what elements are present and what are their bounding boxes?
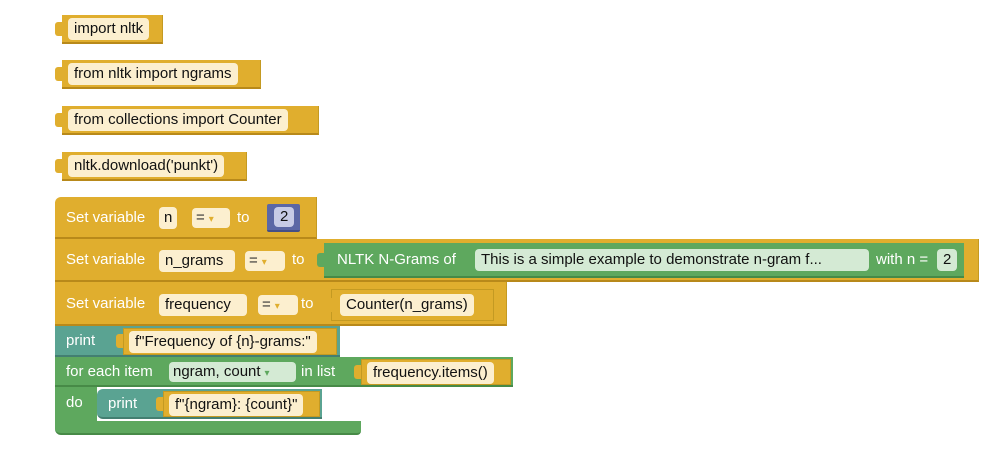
import-nltk-text[interactable]: import nltk (68, 18, 150, 40)
block-connector-icon (55, 67, 62, 81)
do-label: do (66, 394, 83, 411)
set-variable-label: Set variable (66, 209, 146, 226)
from-nltk-import-ngrams-text[interactable]: from nltk import ngrams (68, 63, 238, 85)
number-value-field[interactable]: 2 (274, 207, 295, 227)
block-connector-icon (317, 253, 324, 267)
to-label: to (292, 251, 305, 268)
for-each-block[interactable]: for each item ngram, count▾ in list freq… (55, 357, 513, 387)
chevron-down-icon: ▾ (208, 214, 214, 225)
block-connector-icon (156, 397, 163, 411)
set-variable-label: Set variable (66, 251, 146, 268)
print-label: print (66, 332, 96, 349)
block-connector-icon (55, 22, 62, 36)
operator-dropdown[interactable]: =▾ (245, 251, 285, 271)
list-value-field[interactable]: frequency.items() (367, 362, 494, 384)
set-variable-n-grams-block[interactable]: Set variable n_grams =▾ to NLTK N-Grams … (55, 239, 979, 282)
n-value-field[interactable]: 2 (937, 249, 958, 271)
loop-variables-dropdown[interactable]: ngram, count▾ (169, 362, 296, 382)
counter-value-field[interactable]: Counter(n_grams) (340, 294, 474, 316)
text-input-field[interactable]: This is a simple example to demonstrate … (475, 249, 869, 271)
nltk-ngrams-label: NLTK N-Grams of (337, 251, 456, 268)
variable-name-field[interactable]: n_grams (159, 250, 235, 272)
list-value-block[interactable]: frequency.items() (361, 359, 511, 385)
block-connector-icon (354, 365, 361, 379)
set-variable-label: Set variable (66, 295, 146, 312)
for-each-bottom-bar (55, 421, 361, 435)
chevron-down-icon: ▾ (274, 301, 280, 312)
with-n-label: with n = (876, 251, 929, 268)
from-collections-import-counter-block[interactable]: from collections import Counter (62, 106, 319, 135)
print-label: print (108, 395, 138, 412)
block-connector-icon (116, 334, 123, 348)
inner-print-value-block[interactable]: f"{ngram}: {count}" (163, 391, 320, 417)
block-connector-icon (55, 159, 62, 173)
for-each-label: for each item (66, 363, 153, 380)
from-nltk-import-ngrams-block[interactable]: from nltk import ngrams (62, 60, 261, 89)
set-variable-frequency-block[interactable]: Set variable frequency =▾ to Counter(n_g… (55, 282, 507, 326)
print-block[interactable]: print f"Frequency of {n}-grams:" (55, 326, 340, 357)
chevron-down-icon: ▾ (264, 368, 270, 379)
block-connector-icon (55, 113, 62, 127)
chevron-down-icon: ▾ (261, 257, 267, 268)
print-value-block[interactable]: f"Frequency of {n}-grams:" (123, 328, 337, 355)
to-label: to (237, 209, 250, 226)
inner-print-block[interactable]: print f"{ngram}: {count}" (97, 389, 322, 419)
set-variable-n-block[interactable]: Set variable n =▾ to 2 (55, 197, 317, 239)
nltk-download-text[interactable]: nltk.download('punkt') (68, 155, 225, 177)
for-each-body-bar: do (55, 387, 97, 423)
import-nltk-block[interactable]: import nltk (62, 15, 163, 44)
nltk-download-block[interactable]: nltk.download('punkt') (62, 152, 247, 181)
nltk-ngrams-block[interactable]: NLTK N-Grams of This is a simple example… (324, 243, 964, 278)
block-connector-icon (325, 298, 332, 312)
counter-block[interactable]: Counter(n_grams) (331, 289, 494, 321)
variable-name-field[interactable]: frequency (159, 294, 247, 316)
from-collections-import-counter-text[interactable]: from collections import Counter (68, 109, 288, 131)
operator-dropdown[interactable]: =▾ (258, 295, 298, 315)
number-block[interactable]: 2 (267, 204, 300, 232)
operator-dropdown[interactable]: =▾ (192, 208, 230, 228)
in-list-label: in list (301, 363, 336, 380)
print-value-field[interactable]: f"Frequency of {n}-grams:" (129, 331, 317, 353)
to-label: to (301, 295, 314, 312)
variable-name-field[interactable]: n (159, 207, 178, 229)
inner-print-value-field[interactable]: f"{ngram}: {count}" (169, 394, 304, 416)
